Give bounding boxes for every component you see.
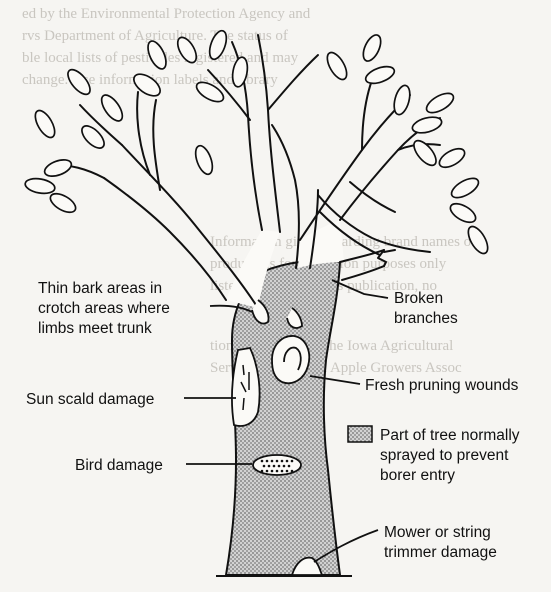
leaf	[449, 174, 482, 201]
bird-damage-wound	[253, 455, 301, 475]
label-fresh-pruning: Fresh pruning wounds	[365, 377, 519, 394]
leaf	[424, 89, 457, 116]
label-broken-branches: Broken branches	[394, 290, 458, 327]
label-sun-scald: Sun scald damage	[26, 391, 154, 408]
leaf	[47, 190, 78, 216]
leaf	[42, 157, 73, 180]
leaf	[192, 144, 215, 177]
leaf	[364, 63, 397, 86]
label-bird-damage: Bird damage	[75, 457, 163, 474]
label-mower-damage: Mower or string trimmer damage	[384, 524, 497, 561]
leaf	[360, 32, 385, 63]
bg-line: ed by the Environmental Protection Agenc…	[22, 6, 311, 22]
leaf	[31, 108, 58, 141]
leaf	[447, 200, 478, 226]
label-legend-sprayed: Part of tree normally sprayed to prevent…	[380, 427, 524, 484]
bg-line: Information given regarding brand names …	[210, 234, 476, 250]
label-thin-bark: Thin bark areas in crotch areas where li…	[38, 280, 174, 337]
leaf	[98, 92, 127, 125]
leaf	[78, 122, 108, 152]
legend-stipple-swatch	[348, 426, 372, 442]
leaf	[24, 177, 56, 196]
leaf	[411, 114, 444, 135]
leaf	[391, 84, 412, 117]
leaf	[436, 145, 467, 171]
leaf	[323, 50, 350, 83]
fresh-pruning-wound	[272, 336, 309, 383]
sun-scald-wound	[232, 348, 260, 426]
leaf	[410, 137, 440, 169]
